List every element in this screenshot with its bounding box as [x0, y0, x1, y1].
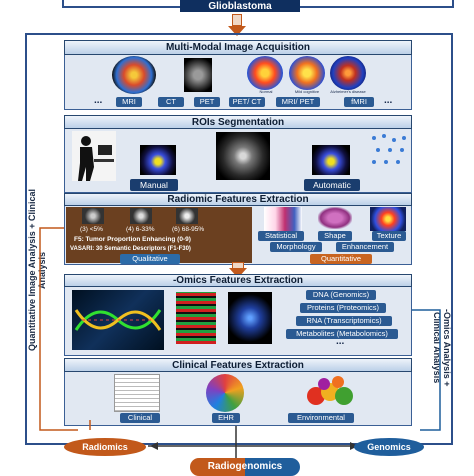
- radiomics-node: Radiomics: [64, 438, 146, 456]
- manual-label: Manual: [130, 179, 178, 191]
- side-label-right: -Omics Analysis + Clinical Analysis: [432, 309, 452, 387]
- omics-metabolites-label: Metabolites (Metabolomics): [286, 329, 398, 339]
- ehr-label: EHR: [212, 413, 240, 423]
- thumb-label-2: (4) 6-33%: [126, 226, 155, 233]
- modality-mri-pet: MRI/ PET: [276, 97, 320, 107]
- modality-pet-ct: PET/ CT: [229, 97, 265, 107]
- top-arrow-stem: [232, 14, 242, 26]
- thumb-1: [82, 208, 104, 224]
- thumb-3: [176, 208, 198, 224]
- modality-mri: MRI: [116, 97, 142, 107]
- radiogenomics-part-b: genomics: [235, 461, 283, 472]
- top-arrow-head: [228, 26, 246, 36]
- automatic-label: Automatic: [304, 179, 360, 191]
- statistical-chart-image: [264, 207, 302, 231]
- radiogenomics-node: Radiogenomics: [190, 458, 300, 476]
- ct-scan-image: [184, 58, 212, 92]
- modality-fmri: fMRI: [344, 97, 374, 107]
- omics-dna-label: DNA (Genomics): [306, 290, 376, 300]
- thumb-label-1: (3) <5%: [80, 226, 103, 233]
- radiomic-line-1: F5: Tumor Proportion Enhancing (0-9): [74, 236, 191, 243]
- protein-heatmap-image: [176, 292, 216, 344]
- shape-label: Shape: [318, 231, 352, 241]
- texture-label: Texture: [372, 231, 406, 241]
- pet-brain-2: [289, 56, 325, 90]
- enhancement-label: Enhancement: [336, 242, 394, 252]
- omics-ellipsis: ...: [336, 336, 345, 347]
- omics-rna-label: RNA (Transcriptomics): [296, 316, 392, 326]
- outer-frame: [25, 33, 453, 445]
- manual-segmentation-image: [140, 145, 176, 175]
- radiomic-line-2: VASARI: 30 Semantic Descriptors (F1-F30): [70, 246, 191, 252]
- pet-brain-1: [247, 56, 283, 90]
- feature-graph-icon: [370, 132, 408, 168]
- qualitative-label: Qualitative: [120, 254, 180, 264]
- ellipsis-left: ...: [94, 95, 103, 106]
- thumb-label-3: (6) 68-95%: [172, 226, 205, 233]
- pet-brain-3: [330, 56, 366, 90]
- automatic-segmentation-image: [312, 145, 350, 175]
- morphology-label: Morphology: [270, 242, 322, 252]
- ellipsis-right: ...: [384, 95, 393, 106]
- statistical-label: Statistical: [258, 231, 304, 241]
- clinical-title: Clinical Features Extraction: [64, 358, 412, 372]
- radiogenomics-part-a: Radio: [207, 461, 236, 472]
- clinical-document-image: [114, 374, 160, 412]
- segmentation-title: ROIs Segmentation: [64, 115, 412, 129]
- radiomic-title: Radiomic Features Extraction: [64, 193, 412, 206]
- brain-caption-normal: Normal: [259, 89, 273, 94]
- shape-image: [318, 207, 352, 229]
- modality-ct: CT: [158, 97, 184, 107]
- dna-image: [72, 290, 164, 350]
- brain-caption-ad: Alzheimer's disease: [330, 89, 366, 94]
- modality-pet: PET: [194, 97, 220, 107]
- rna-network-image: [228, 292, 272, 344]
- doctor-figure: [72, 131, 116, 181]
- thumb-2: [130, 208, 152, 224]
- environmental-fruit-image: [304, 374, 360, 410]
- acquisition-title: Multi-Modal Image Acquisition: [64, 40, 412, 55]
- top-title: Glioblastoma: [180, 0, 300, 12]
- mri-slice-image: [216, 132, 270, 180]
- quantitative-label: Quantitative: [310, 254, 372, 264]
- environmental-label: Environmental: [288, 413, 354, 423]
- ehr-wheel-image: [206, 374, 244, 412]
- genomics-node: Genomics: [354, 438, 424, 456]
- mid-arrow-head: [229, 268, 247, 278]
- mri-brain-image: [112, 56, 156, 94]
- omics-title: -Omics Features Extraction: [64, 274, 412, 287]
- clinical-label: Clinical: [120, 413, 160, 423]
- texture-image: [370, 207, 406, 231]
- omics-proteins-label: Proteins (Proteomics): [300, 303, 386, 313]
